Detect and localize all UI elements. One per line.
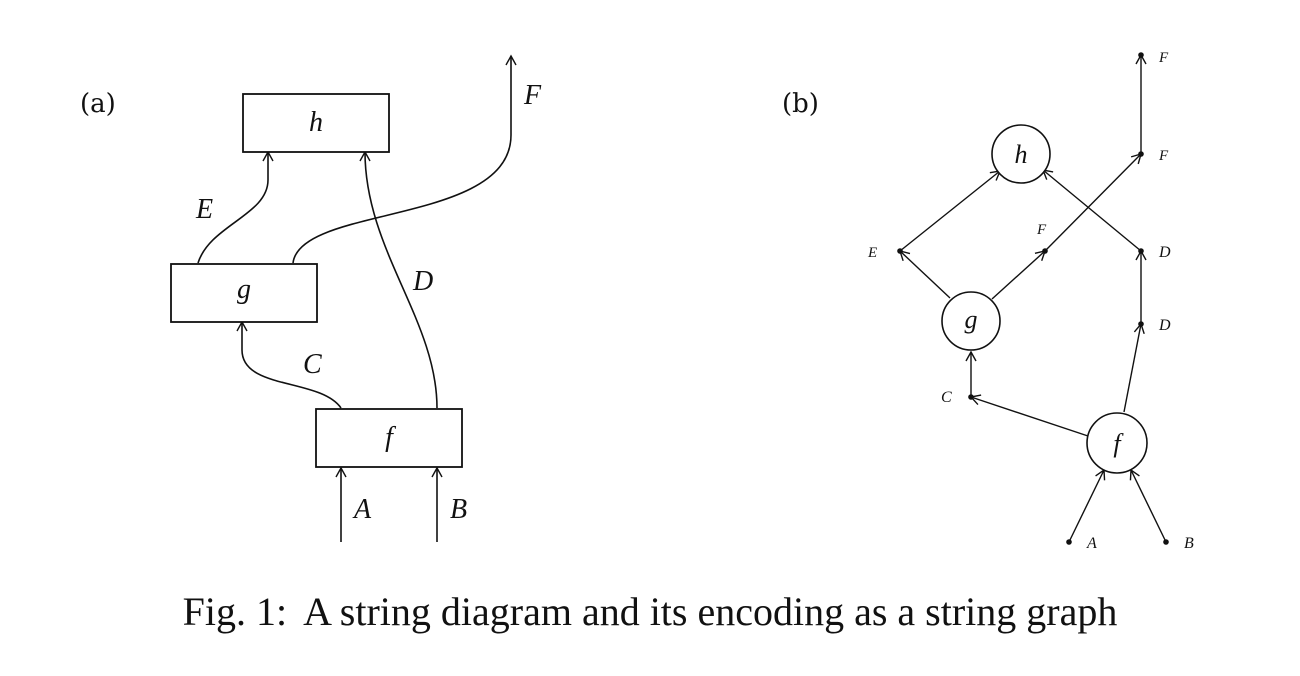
wire-vertex-label-D-lower: D [1158,317,1171,334]
box-f-label: f [385,422,396,453]
panel-a: (a) h g f A B C D E F [80,54,542,542]
panel-b: (b) h g f A B C D D [782,50,1194,552]
box-h [242,93,390,153]
edge-f-C [969,394,1089,437]
wire-vertex-E [897,248,903,254]
edge-Dup-h [1041,169,1142,252]
wire-label-C: C [303,349,322,380]
edge-A-f [1068,468,1106,543]
wire-vertex-A [1066,539,1072,545]
panel-a-label: (a) [80,89,116,119]
wire-vertex-D-lower [1138,321,1144,327]
node-g [941,291,1001,351]
edge-g-E [898,250,951,299]
box-h-label: h [309,107,323,138]
panel-b-label: (b) [782,89,819,119]
node-g-label: g [965,305,978,334]
wire-vertex-F-middle [1138,151,1144,157]
box-f [315,408,463,468]
box-g-label: g [237,274,251,305]
wire-label-E: E [195,194,213,225]
edge-E-h [899,170,1002,252]
wire-label-B: B [450,494,467,525]
wire-vertex-F-mid [1042,248,1048,254]
node-h [991,124,1051,184]
wire-vertex-F-top [1138,52,1144,58]
wire-vertex-label-F-mid: F [1036,222,1047,238]
figure-caption: Fig. 1: A string diagram and its encoding… [0,588,1300,635]
wire-label-A: A [352,494,372,525]
node-f [1086,412,1148,474]
edge-f-Dlow [1123,322,1145,413]
wire-D [359,150,438,409]
wire-vertex-label-E: E [867,245,877,261]
wire-label-F: F [523,80,542,111]
wire-vertex-label-F-top: F [1158,50,1169,66]
wire-vertex-label-A: A [1086,535,1097,552]
edge-Fmid-Fmiddle [1044,152,1143,252]
wire-vertex-label-B: B [1184,535,1194,552]
wire-vertex-B [1163,539,1169,545]
wire-C [236,320,342,409]
edge-g-Fmid [991,250,1047,300]
node-f-label: f [1113,429,1124,458]
node-h-label: h [1015,140,1028,169]
wire-F [292,54,517,264]
wire-vertex-label-F-middle: F [1158,148,1169,164]
edge-B-f [1129,468,1167,543]
wire-vertex-label-D-upper: D [1158,244,1171,261]
box-g [170,263,318,323]
caption-label: Fig. 1: [182,589,288,634]
wire-label-D: D [412,266,433,297]
wire-vertex-C [968,394,974,400]
wire-vertex-D-upper [1138,248,1144,254]
caption-text: A string diagram and its encoding as a s… [303,589,1118,634]
wire-vertex-label-C: C [941,389,952,406]
wire-E [197,150,274,264]
